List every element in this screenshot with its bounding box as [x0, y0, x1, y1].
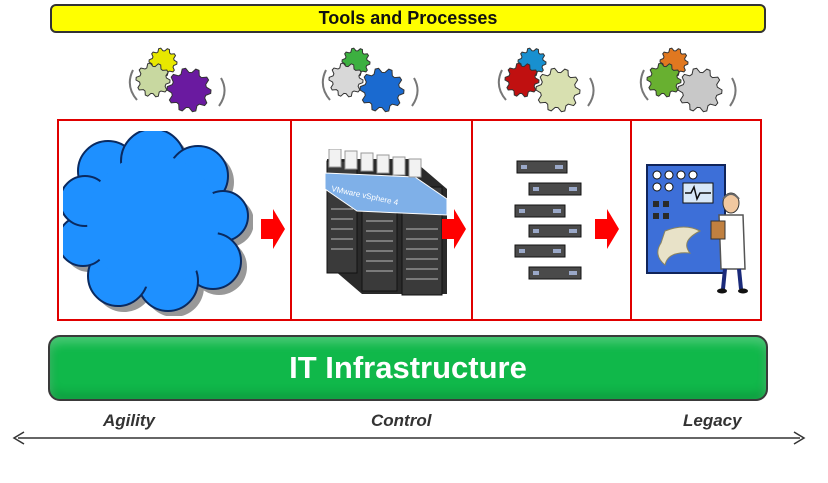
- banner-title: Tools and Processes: [318, 8, 498, 28]
- gear-cluster-2-icon: [321, 47, 419, 113]
- red-arrow-right-icon: [595, 209, 619, 249]
- infrastructure-panels: VMware vSphere 4: [57, 119, 762, 321]
- panel-divider: [290, 121, 292, 319]
- tools-and-processes-banner: Tools and Processes: [50, 4, 766, 33]
- mainframe-technician-icon: [646, 164, 748, 294]
- double-arrow-axis-icon: [12, 431, 806, 445]
- red-arrow-right-icon: [442, 209, 466, 249]
- gear-cluster-4-icon: [639, 47, 737, 113]
- gear-icon: [646, 62, 682, 98]
- gear-cluster-3-icon: [497, 47, 595, 113]
- cloud-icon: [63, 131, 253, 316]
- infrastructure-title: IT Infrastructure: [289, 350, 527, 385]
- red-arrow-right-icon: [261, 209, 285, 249]
- it-infrastructure-bar: IT Infrastructure: [48, 335, 768, 401]
- rack-servers-icon: [514, 160, 582, 280]
- server-rack-icon: VMware vSphere 4: [324, 149, 448, 296]
- gear-icon: [166, 67, 212, 113]
- gear-icon: [328, 62, 364, 98]
- panel-divider: [471, 121, 473, 319]
- gear-icon: [535, 67, 581, 113]
- panel-divider: [630, 121, 632, 319]
- gear-cluster-1-icon: [128, 47, 226, 113]
- gear-icon: [359, 67, 405, 113]
- gear-icon: [504, 62, 540, 98]
- scale-label-control: Control: [371, 411, 432, 430]
- gear-icon: [677, 67, 723, 113]
- gear-icon: [135, 62, 171, 98]
- scale-label-legacy: Legacy: [683, 411, 742, 430]
- scale-label-agility: Agility: [103, 411, 155, 430]
